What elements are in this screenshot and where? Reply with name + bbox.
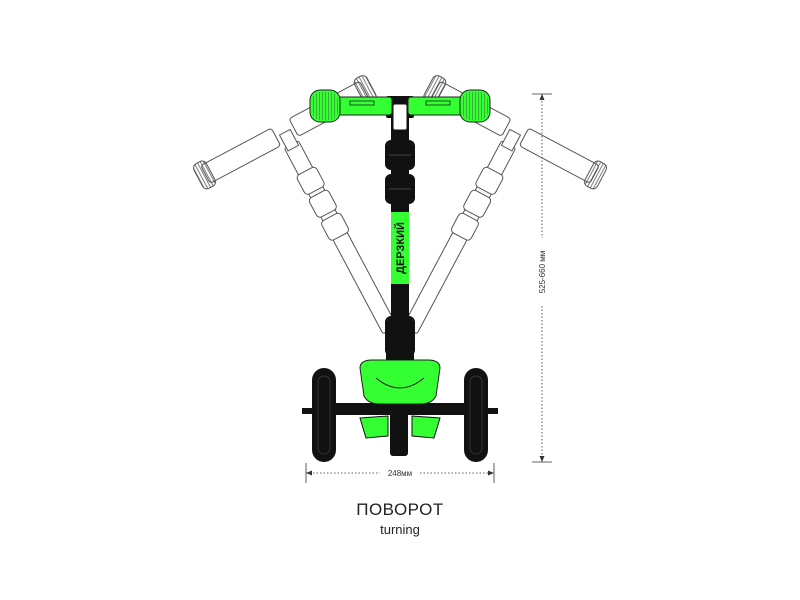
caption-title: ПОВОРОТ — [356, 500, 444, 519]
wheel-left — [312, 368, 336, 462]
caption-subtitle: turning — [380, 522, 420, 537]
base-frame — [302, 403, 498, 456]
width-dimension-label: 248мм — [388, 469, 412, 478]
hub-covers — [359, 415, 441, 439]
height-dimension: 525-660 мм — [532, 93, 552, 463]
handlebar — [309, 89, 491, 123]
height-dimension-label: 525-660 мм — [538, 251, 547, 294]
wheel-right — [464, 368, 488, 462]
width-dimension: 248мм — [305, 463, 495, 483]
brand-label: ДЕРЗКИЙ — [394, 222, 407, 274]
steering-stem: ДЕРЗКИЙ — [385, 96, 415, 360]
